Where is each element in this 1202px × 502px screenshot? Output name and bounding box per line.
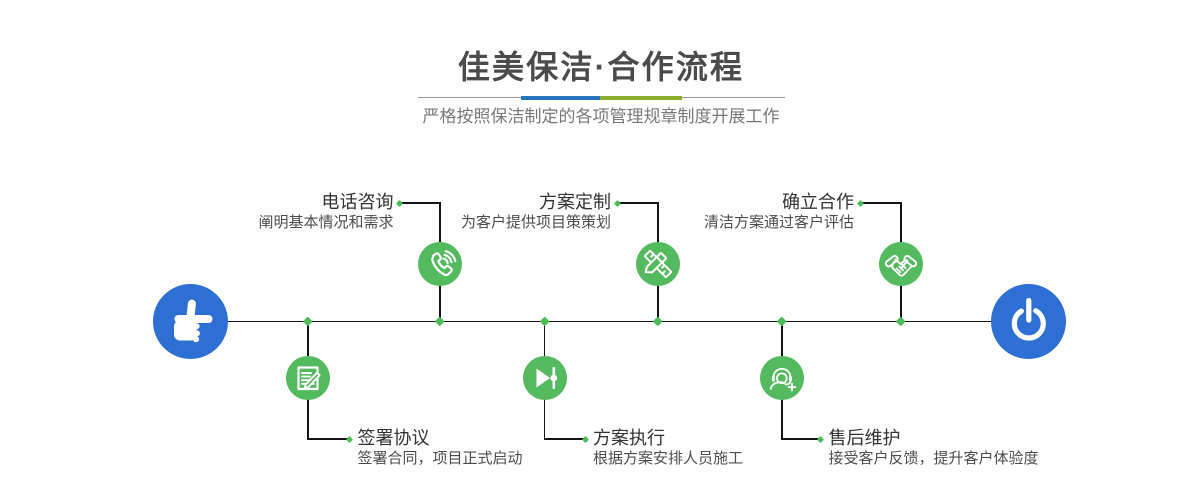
step-label-aftersale: 售后维护 接受客户反馈，提升客户体验度 [829,428,1039,467]
step-node-contract [286,355,330,400]
step-desc: 清洁方案通过客户评估 [703,214,854,231]
step-desc: 接受客户反馈，提升客户体验度 [828,450,1039,467]
page-title: 佳美保洁·合作流程 [457,49,745,85]
line-diamond [776,316,788,327]
line-diamond [652,316,664,327]
power-icon [1011,297,1046,341]
timeline-end-node [991,284,1066,359]
design-icon [644,249,672,278]
step-title: 方案执行 [593,428,665,448]
page-subtitle: 严格按照保洁制定的各项管理规章制度开展工作 [422,107,780,126]
step-label-design: 方案定制 为客户提供项目策策划 [461,192,611,231]
divider-green-segment [600,95,682,100]
line-diamond [434,316,446,327]
aftersale-icon [769,367,797,391]
step-title: 电话咨询 [321,192,394,212]
step-label-handshake: 确立合作 清洁方案通过客户评估 [704,192,854,231]
connector-horizontal [617,202,659,204]
connector-horizontal [781,438,821,440]
step-title: 方案定制 [539,192,611,212]
label-diamond [816,435,825,443]
step-desc: 阐明基本情况和需求 [258,214,394,231]
step-title: 签署协议 [357,428,430,448]
label-diamond [856,199,864,207]
connector-horizontal [307,438,350,440]
connector-horizontal [399,202,441,204]
step-title: 售后维护 [828,428,901,448]
connector-horizontal [543,438,585,440]
step-node-aftersale [760,355,804,400]
step-node-handshake [879,241,923,286]
connector-horizontal [860,202,902,204]
step-title: 确立合作 [782,192,854,212]
label-diamond [395,199,404,207]
label-diamond [613,199,621,207]
label-diamond [581,435,589,443]
step-desc: 根据方案安排人员施工 [593,450,744,467]
step-desc: 签署合同，项目正式启动 [357,450,523,467]
label-diamond [345,435,354,443]
step-node-design [636,241,680,286]
divider-blue-segment [521,95,600,100]
phone-icon [431,249,457,276]
step-node-execution [522,355,567,400]
execution-icon [536,366,557,389]
timeline-start-node [152,284,228,359]
handshake-icon [884,254,918,277]
line-diamond [539,316,550,327]
step-label-phone: 电话咨询 阐明基本情况和需求 [258,192,393,231]
hand-pointing-right-icon [173,299,212,343]
step-node-phone [418,241,462,286]
line-diamond [302,316,314,327]
contract-icon [297,365,321,390]
step-desc: 为客户提供项目策策划 [460,214,611,231]
step-label-execution: 方案执行 根据方案安排人员施工 [593,428,743,467]
step-label-contract: 签署协议 签署合同，项目正式启动 [358,428,523,467]
line-diamond [895,316,907,327]
timeline-main-line [227,320,992,323]
